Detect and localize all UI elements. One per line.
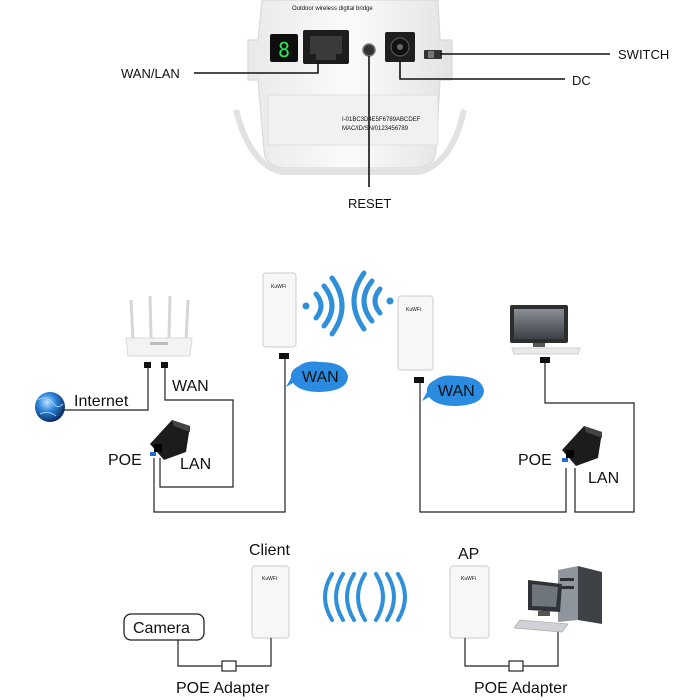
device-print-line-2: I-01BC3D4E5F6789ABCDEF (342, 117, 421, 123)
label-lan-left: LAN (180, 456, 211, 473)
device-print-line-3: MAC/ID/SN/0123456789 (342, 126, 409, 132)
label-ap: AP (458, 546, 479, 563)
callout-wan-lan: WAN/LAN (121, 66, 180, 81)
wan-bubble-left-text: WAN (302, 369, 339, 386)
wan-bubble-right-text: WAN (438, 383, 475, 400)
wan-bubble-left: WAN (286, 361, 348, 392)
top-device: Outdoor wireless digital bridge I-01BC3D… (233, 0, 467, 175)
label-internet: Internet (74, 393, 129, 410)
poe-adapter-right-icon (508, 660, 524, 672)
cpe-right-icon: KuWFi (397, 295, 434, 371)
reset-button-icon (362, 43, 376, 57)
cpe-ap-icon: KuWFi (449, 565, 490, 639)
camera-box (123, 613, 205, 641)
label-poe-adapter-left: POE Adapter (176, 680, 270, 697)
led-digit: 8 (278, 38, 290, 62)
cpe-ap-brand: KuWFi (461, 576, 476, 582)
device-print-line-1: Outdoor wireless digital bridge (292, 6, 373, 12)
label-wan-router: WAN (172, 378, 209, 395)
label-client: Client (249, 542, 290, 559)
led-display (270, 34, 298, 62)
label-poe-adapter-right: POE Adapter (474, 680, 568, 697)
router-icon (125, 295, 193, 368)
wifi-waves-right-icon (302, 275, 345, 337)
wan-bubble-right: WAN (422, 375, 484, 406)
desktop-computer-icon (513, 566, 602, 633)
callout-switch: SWITCH (618, 47, 669, 62)
monitor-icon (510, 305, 581, 363)
callout-reset: RESET (348, 196, 391, 211)
cpe-client-brand: KuWFi (262, 576, 277, 582)
cpe-left-icon: KuWFi (262, 272, 297, 348)
label-poe-left: POE (108, 452, 142, 469)
poe-injector-right-icon (562, 426, 602, 466)
wireless-link-arcs-icon (323, 572, 407, 622)
label-lan-right: LAN (588, 470, 619, 487)
poe-injector-left-icon (150, 420, 190, 460)
cpe-right-brand: KuWFi (406, 307, 421, 313)
cpe-left-brand: KuWFi (271, 284, 286, 290)
cpe-client-icon: KuWFi (251, 565, 290, 639)
poe-adapter-left-icon (221, 660, 237, 672)
internet-globe-icon (35, 392, 65, 422)
label-camera: Camera (133, 620, 190, 637)
label-poe-right: POE (518, 452, 552, 469)
wifi-waves-left-icon (351, 270, 394, 332)
callout-dc: DC (572, 73, 591, 88)
